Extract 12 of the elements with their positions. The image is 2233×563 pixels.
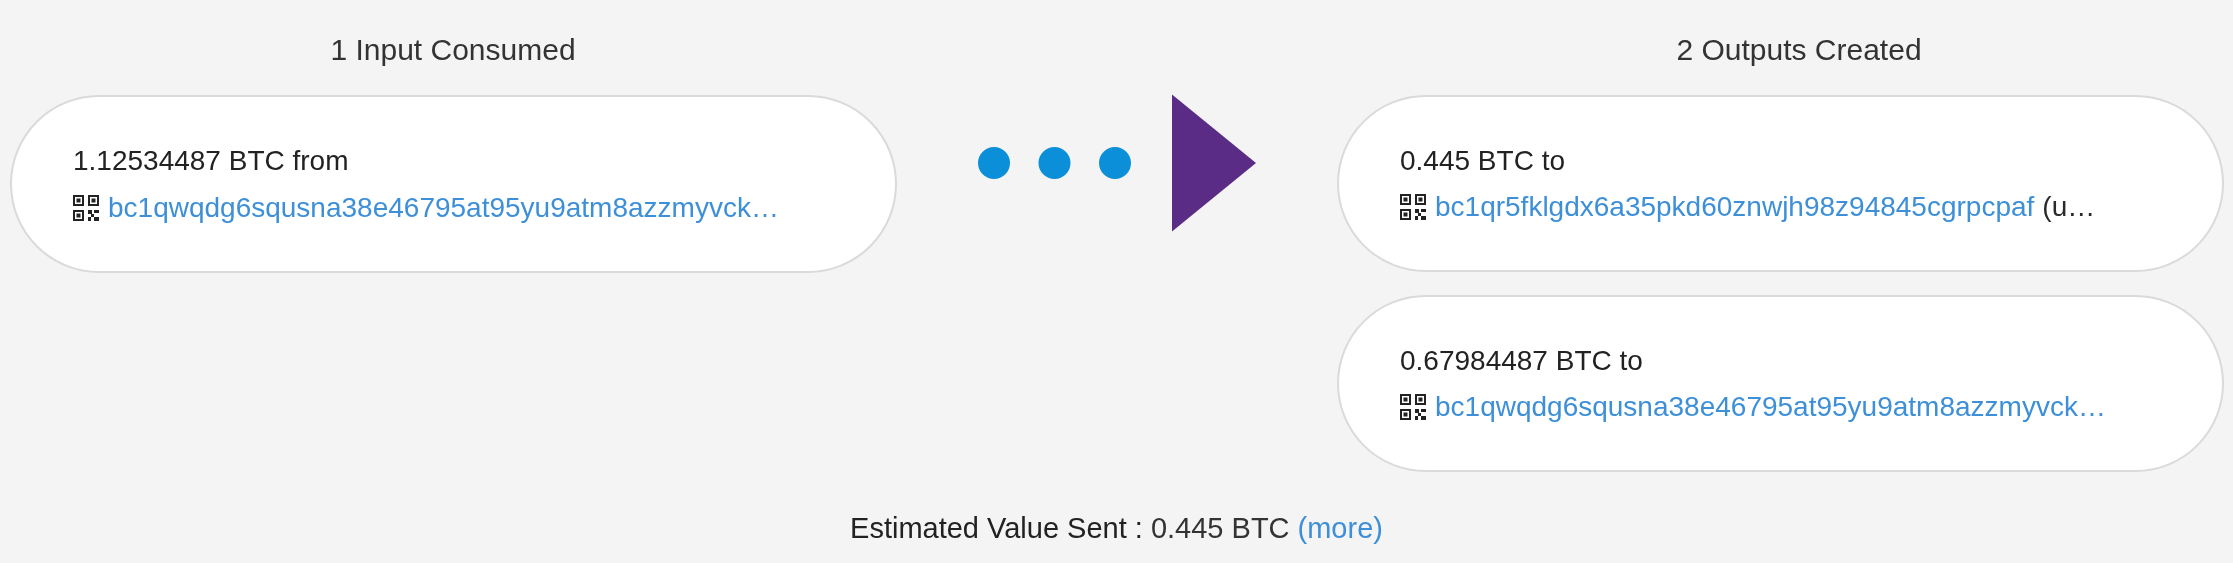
address-link: bc1qwqdg6squsna38e46795at95yu9atm8azzmyvck…: [108, 191, 779, 224]
amount-text: 0.67984487 BTC to: [1400, 343, 1643, 378]
amount-text: 0.445 BTC to: [1400, 143, 1565, 178]
amount-text: 1.12534487 BTC from: [73, 144, 349, 178]
more-link: (more): [1297, 512, 1383, 545]
address-note: (u…: [2042, 191, 2096, 223]
summary-label: Estimated Value Sent :: [850, 512, 1143, 545]
address-link: bc1qwqdg6squsna38e46795at95yu9atm8azzmyvck…: [1435, 391, 2106, 423]
address-link: bc1qr5fklgdx6a35pkd60znwjh98z94845cgrpcpaf: [1435, 191, 2035, 223]
column-heading: 2 Outputs Created: [1676, 33, 1922, 67]
summary-value: 0.445 BTC: [1150, 512, 1290, 545]
column-heading: 1 Input Consumed: [330, 33, 576, 67]
